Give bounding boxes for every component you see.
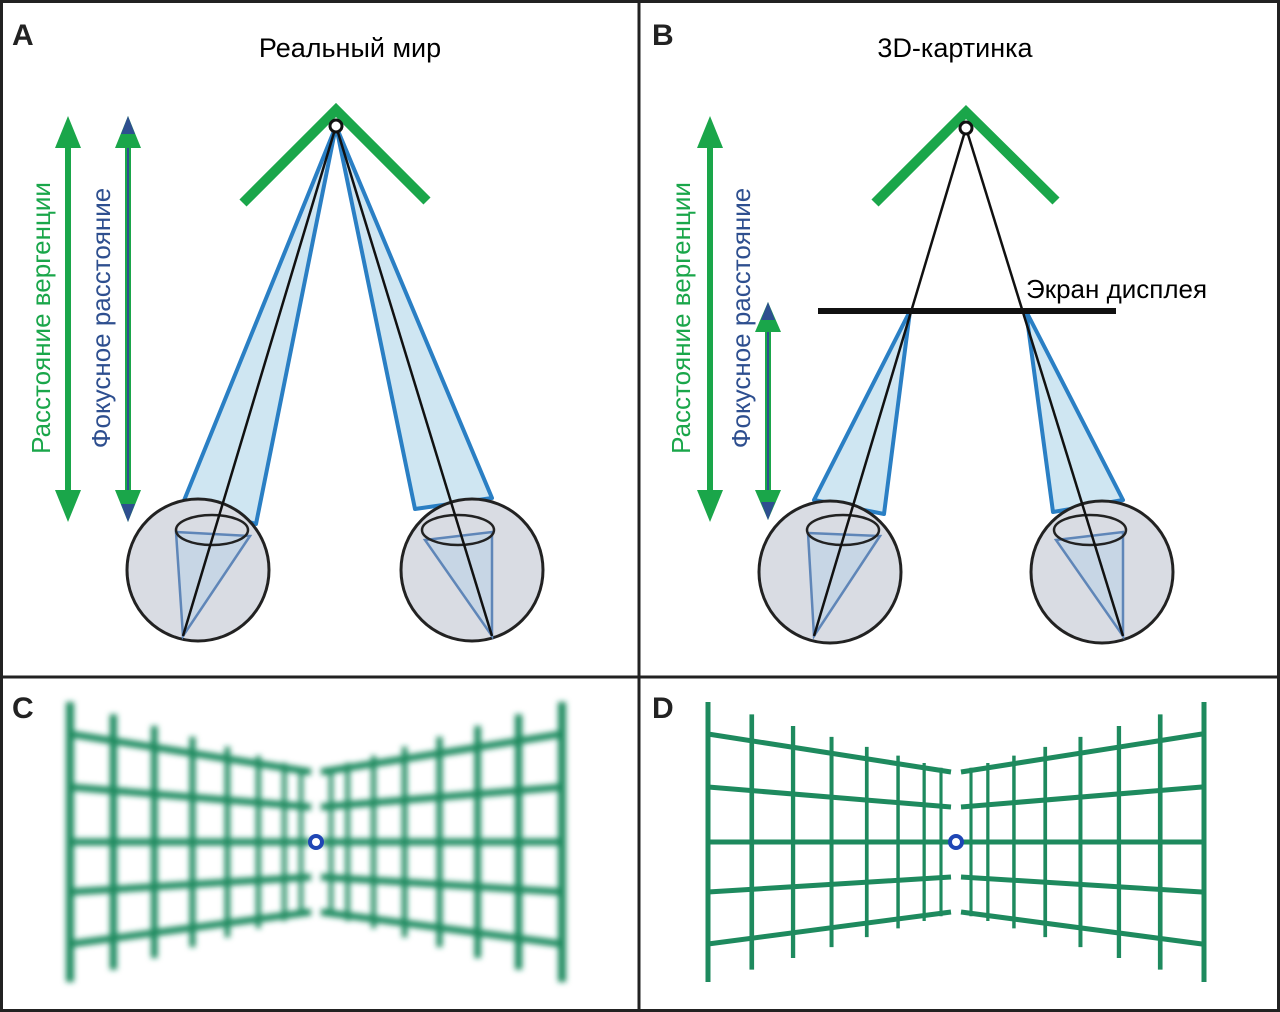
vergence-distance-label: Расстояние вергенции [666,182,696,454]
panel-a-title: Реальный мир [259,33,441,63]
panel-b: B 3D-картинка Экран дисплея [652,19,1207,645]
panel-c: C [12,692,566,982]
focal-distance-label: Фокусное расстояние [726,188,756,449]
panel-d: D [652,692,1207,982]
panel-b-title: 3D-картинка [877,33,1033,63]
focal-distance-label: Фокусное расстояние [86,188,116,449]
display-screen-label: Экран дисплея [1026,274,1207,304]
object-chevron [239,102,431,207]
panel-a: A Реальный мир [12,19,545,643]
panel-d-letter: D [652,692,674,725]
vergence-distance-label: Расстояние вергенции [26,182,56,454]
sight-lines [812,127,1125,637]
panel-b-letter: B [652,19,674,52]
grid-line [707,731,952,775]
grid-line [707,909,952,947]
left-eye [125,497,271,643]
grid-line [707,784,952,810]
grid-line [707,874,952,895]
vergence-distance-arrow [55,116,81,522]
focal-distance-arrow [115,116,141,522]
sight-lines [181,125,494,637]
left-eye [757,499,903,645]
vergence-distance-arrow [697,116,723,522]
panel-c-letter: C [12,692,34,725]
fixation-point [328,118,344,134]
light-cones [181,124,494,526]
blurred-grid [66,702,566,982]
focal-distance-arrow [755,302,781,520]
panel-a-letter: A [12,19,34,52]
fixation-point [308,834,324,850]
object-chevron [871,104,1060,207]
fixation-point [948,834,964,850]
sharp-grid [705,702,1207,982]
fixation-point [958,120,974,136]
